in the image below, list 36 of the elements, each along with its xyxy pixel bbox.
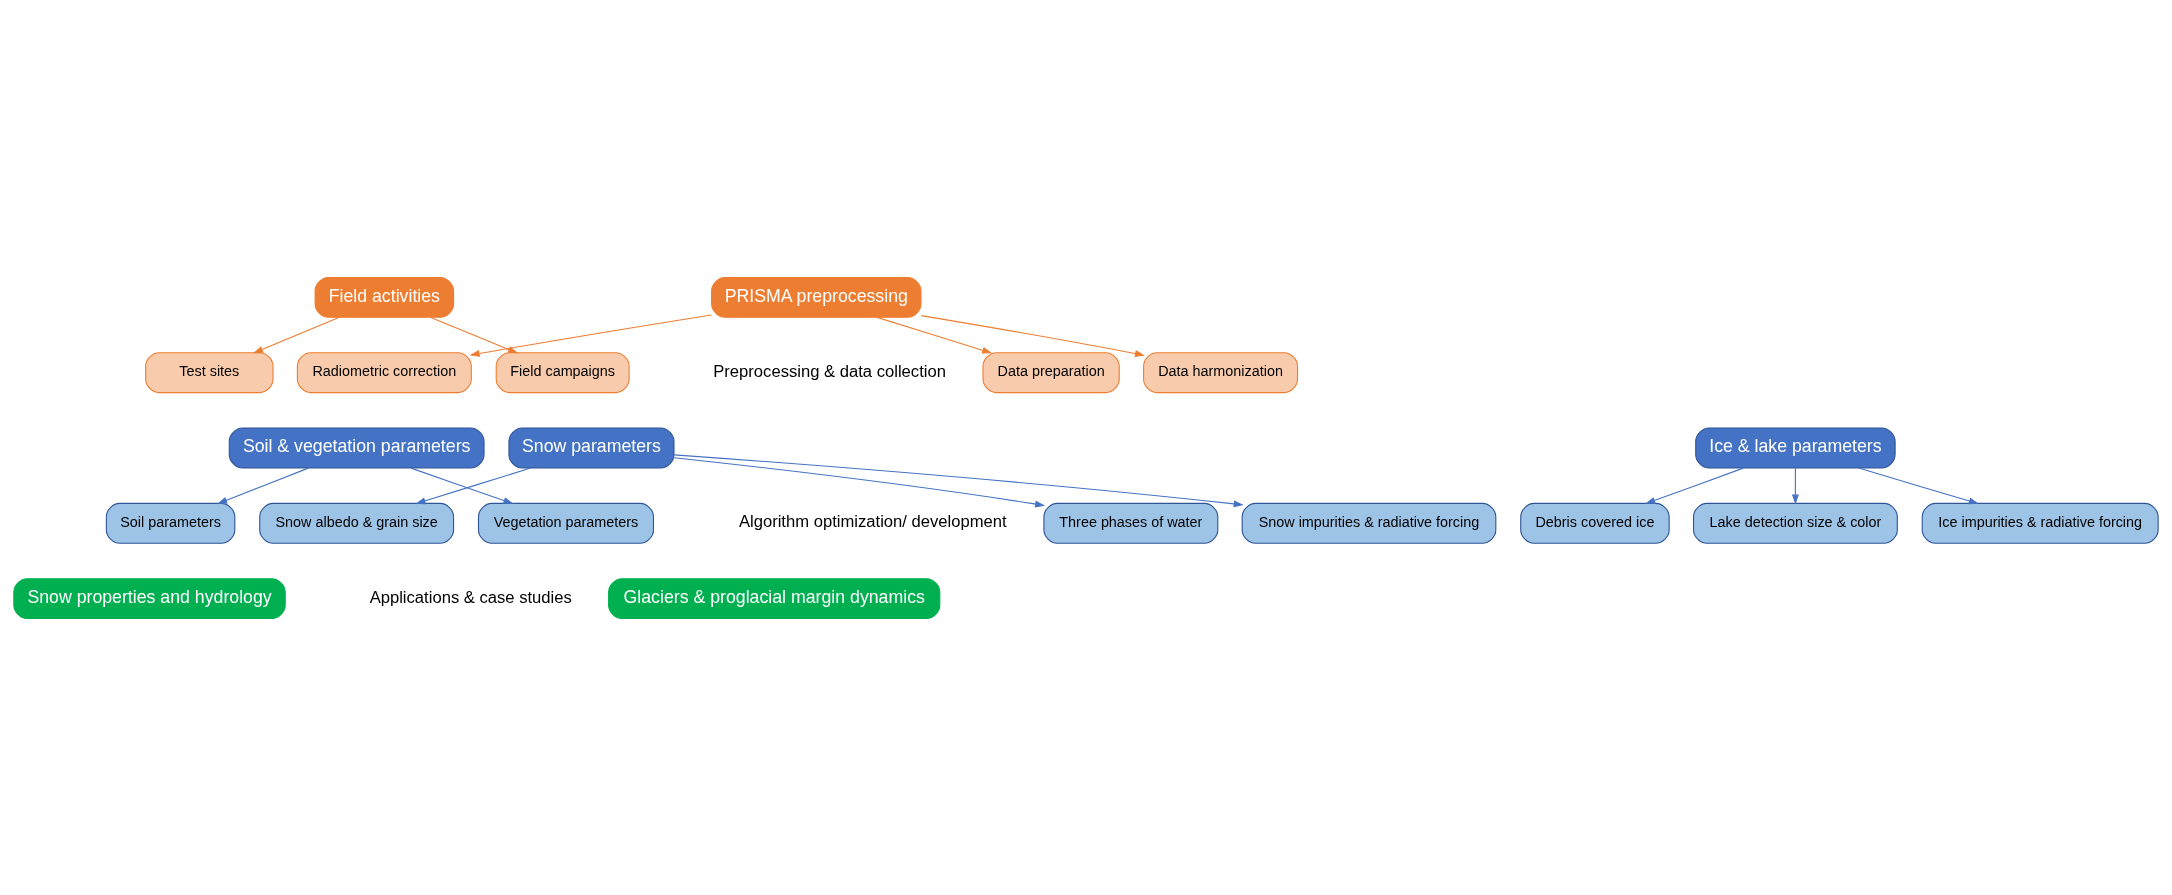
- node-box: Field activities: [314, 276, 455, 318]
- arrow: [415, 466, 532, 504]
- node-box: Debris covered ice: [1520, 502, 1670, 544]
- arrow: [1858, 466, 1979, 504]
- node-box: Data preparation: [982, 351, 1120, 393]
- arrow: [469, 313, 712, 357]
- node-box: Snow parameters: [508, 427, 675, 468]
- node-box: Ice & lake parameters: [1695, 427, 1896, 468]
- arrow: [673, 453, 1244, 507]
- node-box: Field campaigns: [495, 351, 630, 393]
- node-box: Snow impurities & radiative forcing: [1241, 502, 1497, 544]
- node-box: Lake detection size & color: [1692, 502, 1898, 544]
- label: Algorithm optimization/ development: [738, 511, 1007, 531]
- arrow: [876, 316, 993, 354]
- arrow: [253, 316, 340, 353]
- node-box: Glaciers & proglacial margin dynamics: [608, 577, 941, 619]
- node-box: Snow properties and hydrology: [13, 577, 286, 619]
- node-box: Three phases of water: [1043, 502, 1219, 544]
- node-box: Test sites: [145, 351, 274, 393]
- arrow: [920, 314, 1145, 357]
- node-box: Soil parameters: [105, 502, 236, 544]
- arrow: [430, 316, 519, 353]
- arrow: [673, 456, 1046, 507]
- node-box: Vegetation parameters: [477, 502, 655, 544]
- label: Applications & case studies: [369, 587, 572, 607]
- node-box: Radiometric correction: [296, 351, 472, 393]
- arrow: [410, 467, 514, 504]
- node-box: Snow albedo & grain size: [259, 502, 455, 544]
- node-box: Soil & vegetation parameters: [228, 427, 485, 468]
- arrow: [217, 467, 309, 504]
- arrow: [1645, 467, 1744, 504]
- arrow: [1791, 467, 1799, 505]
- label: Preprocessing & data collection: [713, 361, 946, 381]
- node-box: Ice impurities & radiative forcing: [1921, 502, 2159, 544]
- node-box: Data harmonization: [1143, 351, 1299, 393]
- node-box: PRISMA preprocessing: [711, 276, 922, 318]
